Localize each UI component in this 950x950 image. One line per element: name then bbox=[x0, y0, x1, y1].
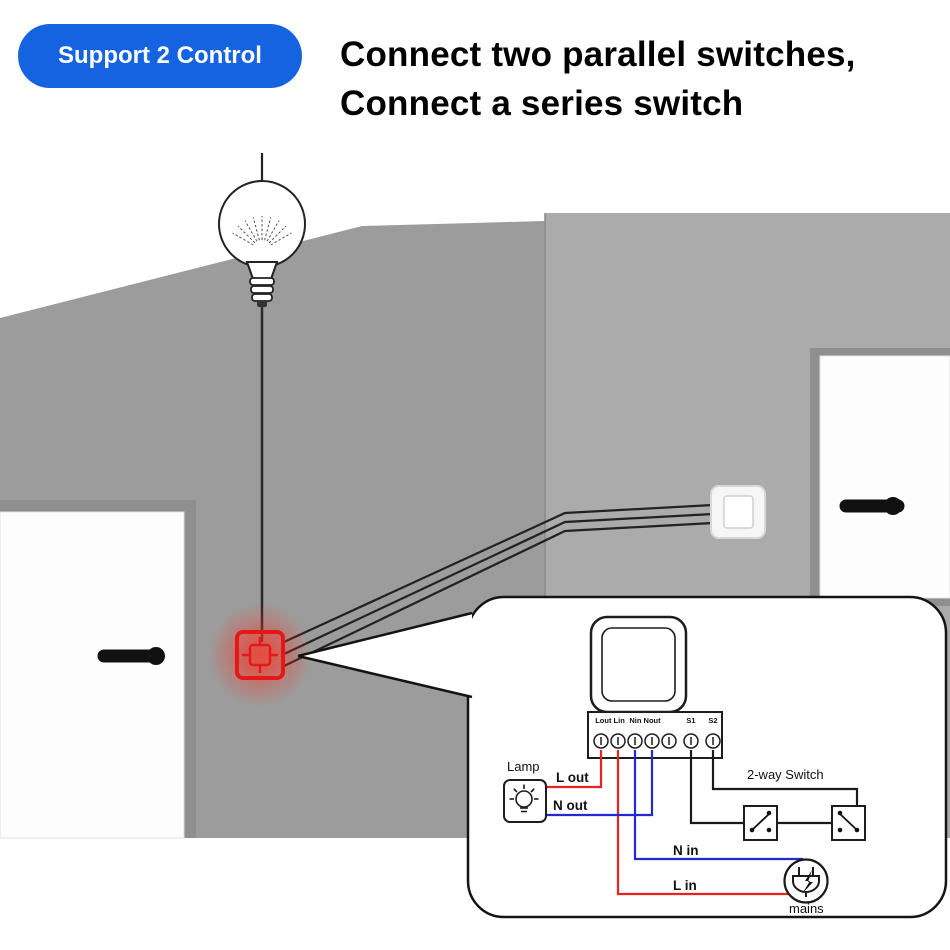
title-line-1: Connect two parallel switches, bbox=[340, 35, 856, 74]
n-in-label: N in bbox=[673, 843, 699, 858]
lightning-icon bbox=[802, 870, 813, 894]
support-badge-label: Support 2 Control bbox=[58, 42, 262, 69]
wire-s2 bbox=[711, 750, 859, 806]
wire-l-in bbox=[616, 750, 790, 896]
diagram-wires bbox=[546, 750, 859, 896]
support-badge: Support 2 Control bbox=[18, 24, 302, 88]
page-title: Connect two parallel switches, Connect a… bbox=[340, 30, 856, 128]
lamp-bulb-icon bbox=[509, 784, 539, 813]
terminal-label-group: Lout Lin bbox=[595, 716, 625, 725]
callout-pointer-edge bbox=[297, 654, 473, 699]
callout-pointer bbox=[298, 613, 472, 697]
right-door bbox=[810, 348, 950, 606]
lamp: Lamp bbox=[503, 759, 547, 823]
in-wall-wire bbox=[283, 521, 714, 667]
smart-switch-marker bbox=[235, 630, 285, 680]
l-in-label: L in bbox=[673, 878, 697, 893]
switch-symbol bbox=[837, 810, 860, 833]
switch-symbol bbox=[749, 810, 772, 833]
in-wall-wires bbox=[283, 503, 714, 667]
mains: mains bbox=[783, 858, 829, 916]
bulb-screw-ring bbox=[251, 293, 273, 302]
terminal-screws bbox=[593, 733, 721, 749]
left-door-panel bbox=[0, 511, 185, 839]
wall-switch-rocker bbox=[723, 495, 754, 529]
terminal-label-group: S2 bbox=[708, 716, 717, 725]
pendant-bulb bbox=[218, 153, 306, 642]
two-way-switches: 2-way Switch bbox=[743, 767, 866, 841]
module-body-inner bbox=[601, 627, 676, 702]
l-out-label: L out bbox=[556, 770, 589, 785]
bulb-tip bbox=[257, 301, 267, 307]
left-door bbox=[0, 500, 196, 839]
bulb-screw-ring bbox=[250, 285, 274, 294]
mains-label: mains bbox=[789, 901, 824, 916]
wire-s1 bbox=[689, 750, 744, 825]
right-door-panel bbox=[819, 355, 950, 599]
bulb-screw-ring bbox=[249, 277, 275, 286]
bulb-neck bbox=[245, 261, 279, 280]
callout-pointer-edge bbox=[297, 611, 473, 658]
wire-n-out bbox=[546, 750, 654, 817]
lamp-label: Lamp bbox=[507, 759, 540, 774]
smart-switch-glow bbox=[208, 603, 312, 707]
bulb-filament-rays bbox=[232, 216, 292, 246]
in-wall-wire bbox=[283, 503, 714, 643]
two-way-switch-label: 2-way Switch bbox=[747, 767, 824, 782]
wiring-callout: Lout Lin Nin Nout S1 S2 bbox=[297, 595, 948, 919]
title-line-2: Connect a series switch bbox=[340, 84, 744, 123]
terminal-label-group: S1 bbox=[686, 716, 695, 725]
n-out-label: N out bbox=[553, 798, 588, 813]
wire-n-in bbox=[633, 750, 803, 861]
wall-switch bbox=[710, 485, 766, 539]
switch-module: Lout Lin Nin Nout S1 S2 bbox=[587, 615, 723, 759]
plug-icon bbox=[792, 867, 820, 897]
terminal-label-group: Nin Nout bbox=[629, 716, 661, 725]
right-door-handle-knob bbox=[884, 497, 902, 515]
wire-l-out bbox=[546, 750, 603, 789]
lamp-box bbox=[503, 779, 547, 823]
in-wall-wire bbox=[283, 512, 714, 655]
smart-switch-location bbox=[208, 603, 312, 707]
left-door-handle-knob bbox=[147, 647, 165, 665]
